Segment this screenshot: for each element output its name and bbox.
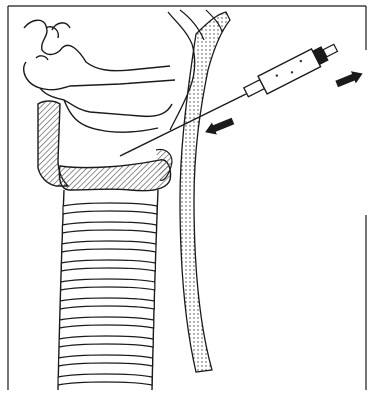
trachea-ring — [60, 317, 154, 328]
arrow-left-icon — [203, 115, 236, 138]
cricoid-cartilage — [59, 160, 170, 191]
trachea-ring — [59, 336, 153, 347]
syringe-icon — [242, 39, 340, 102]
trachea-ring — [62, 222, 156, 233]
trachea-ring — [60, 298, 154, 309]
trachea-rings — [58, 203, 157, 385]
trachea-ring — [59, 355, 153, 366]
trachea-ring — [58, 374, 152, 385]
esophagus-illustration — [180, 12, 230, 372]
trachea-ring — [62, 241, 156, 252]
arrow-right-icon — [334, 68, 365, 91]
trachea-ring — [61, 260, 155, 271]
trachea-ring — [63, 203, 157, 214]
trachea-ring — [61, 279, 155, 290]
